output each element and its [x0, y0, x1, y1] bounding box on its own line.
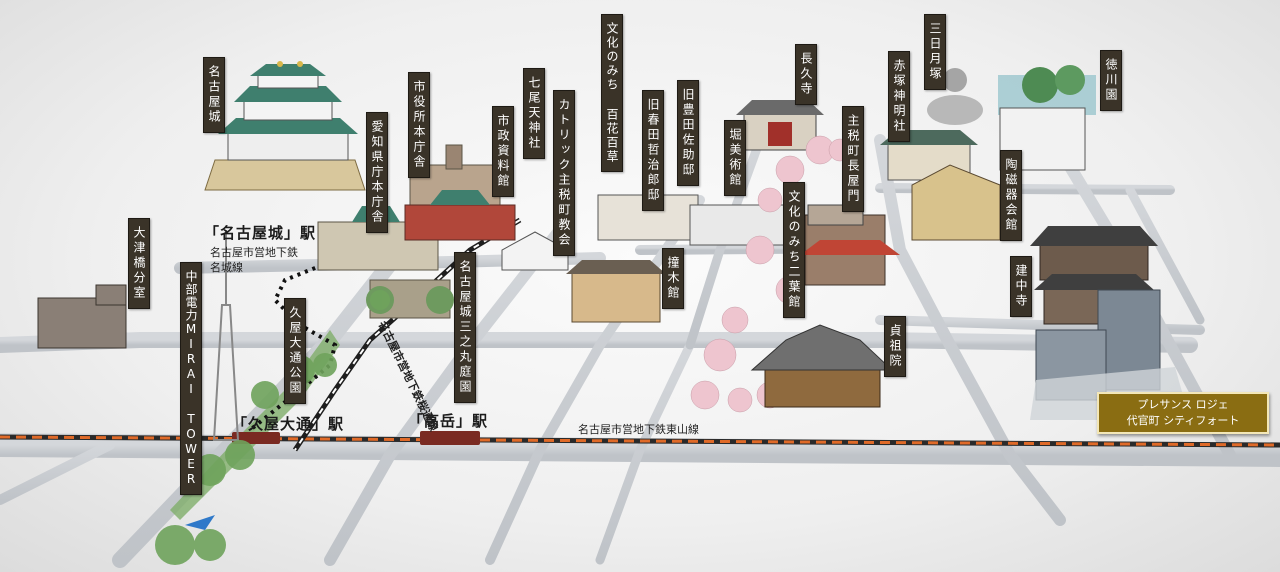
- line-higashiyama: 名古屋市営地下鉄東山線: [578, 423, 699, 436]
- label-sannomaru-garden: 名古屋城三之丸庭園: [454, 252, 476, 403]
- label-choukyuji: 長久寺: [795, 44, 817, 105]
- label-mikazuki-zuka: 三日月塚: [924, 14, 946, 90]
- label-shichio-shrine: 七尾天神社: [523, 68, 545, 159]
- label-haruta-residence: 旧春田哲治郎邸: [642, 90, 664, 211]
- label-catholic-church: カトリック主税町教会: [553, 90, 575, 256]
- label-aichi-pref-office: 愛知県庁本庁舎: [366, 112, 388, 233]
- label-chikara-nagaya-gate: 主税町長屋門: [842, 106, 864, 212]
- label-shumokukan: 撞木館: [662, 248, 684, 309]
- station-hisaya-odori-name: 「久屋大通」駅: [232, 415, 345, 433]
- label-toji-kaikan: 陶磁器会館: [1000, 150, 1022, 241]
- label-akatsuka-shrine: 赤塚神明社: [888, 51, 910, 142]
- station-takaoka-name: 「高岳」駅: [408, 412, 489, 430]
- label-tokugawa-garden: 徳川園: [1100, 50, 1122, 111]
- label-nagoya-castle: 名古屋城: [203, 57, 225, 133]
- nagoya-castle-illustration: [204, 61, 366, 191]
- property-name-line1: プレサンス ロジェ: [1137, 398, 1229, 412]
- label-hisaya-odori-park: 久屋大通公園: [284, 298, 306, 404]
- label-toyoda-residence: 旧豊田佐助邸: [677, 80, 699, 186]
- label-bunka-hyakka-hyakuso: 文化のみち 百花百草: [601, 14, 623, 172]
- station-takaoka: 「高岳」駅: [408, 410, 488, 431]
- station-nagoyajo-name: 「名古屋城」駅: [204, 224, 317, 242]
- label-bunka-futaba-kan: 文化のみち二葉館: [783, 182, 805, 318]
- government-buildings: [317, 144, 516, 319]
- property-presance-roje: プレサンス ロジェ 代官町 シティフォート: [1097, 392, 1269, 434]
- station-nagoyajo-line: 名古屋市営地下鉄 名城線: [210, 246, 298, 274]
- property-name-line2: 代官町 シティフォート: [1126, 414, 1240, 427]
- label-city-hall: 市役所本庁舎: [408, 72, 430, 178]
- label-teisoin: 貞祖院: [884, 316, 906, 377]
- label-hori-museum: 堀美術館: [724, 120, 746, 196]
- label-kenchuji: 建中寺: [1010, 256, 1032, 317]
- label-chubu-mirai-tower: 中部電力MIRAI TOWER: [180, 262, 202, 495]
- label-otsu-annex: 大津橋分室: [128, 218, 150, 309]
- station-nagoyajo: 「名古屋城」駅: [204, 222, 316, 243]
- station-hisaya-odori: 「久屋大通」駅: [232, 413, 344, 434]
- label-city-archives: 市政資料館: [492, 106, 514, 197]
